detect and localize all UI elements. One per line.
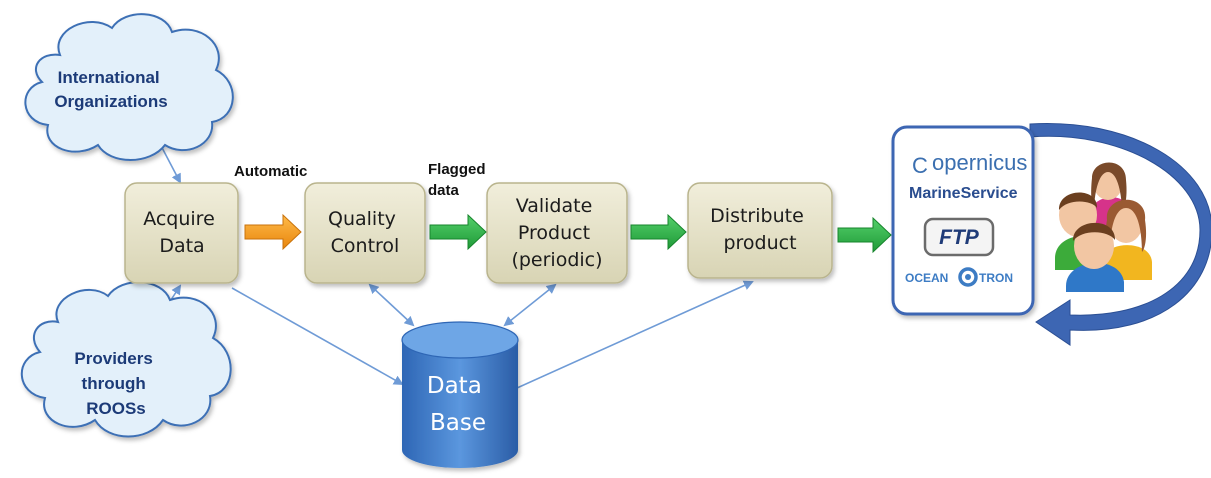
- step-distribute-product: Distribute product: [687, 182, 833, 279]
- connector-quality-db: [368, 283, 415, 327]
- step-distribute-line1: Distribute: [710, 205, 804, 227]
- svg-text:Data Base: Data Base: [427, 373, 489, 436]
- step-validate-line3: (periodic): [511, 249, 602, 271]
- cloud-providers-line2: through: [82, 374, 146, 393]
- arrow-flagged-data: [429, 213, 487, 251]
- oceanotron-left: OCEAN: [905, 271, 948, 285]
- cloud-international-line2: Organizations: [54, 92, 167, 111]
- cloud-providers: Providers through ROOSs: [20, 281, 232, 438]
- arrow-automatic: [244, 213, 302, 251]
- svg-text:Acquire Data: Acquire Data: [143, 208, 221, 257]
- arrow-validate-to-distribute: [630, 213, 687, 251]
- loop-arrow: [1029, 122, 1211, 346]
- oceanotron-right: TRON: [979, 271, 1013, 285]
- database-line1: Data: [427, 373, 482, 399]
- ftp-badge: FTP: [923, 217, 995, 257]
- step-quality-line1: Quality: [328, 208, 396, 230]
- svg-text:International Organizati: International Organizations: [54, 68, 167, 111]
- step-validate-line2: Product: [518, 222, 590, 244]
- database-line2: Base: [430, 410, 486, 436]
- step-quality-control: Quality Control: [304, 182, 426, 284]
- copernicus-logo: C opernicus MarineService: [909, 150, 1027, 202]
- copernicus-text: opernicus: [932, 150, 1027, 175]
- cloud-international-line1: International: [58, 68, 160, 87]
- database-cylinder: Data Base: [401, 321, 519, 468]
- step-acquire-data: Acquire Data: [124, 182, 239, 284]
- marine-service-text: MarineService: [909, 185, 1018, 202]
- label-flagged-line2: data: [428, 182, 460, 199]
- label-flagged-data: Flagged data: [428, 161, 490, 199]
- ftp-label: FTP: [939, 226, 980, 249]
- step-acquire-line2: Data: [159, 235, 204, 257]
- step-validate-product: Validate Product (periodic): [486, 182, 628, 284]
- label-flagged-line1: Flagged: [428, 161, 486, 178]
- svg-text:Distribute product: Distribute product: [710, 205, 810, 254]
- connector-db-to-distribute: [516, 280, 754, 389]
- copernicus-c: C: [912, 153, 928, 178]
- connector-validate-db: [503, 283, 557, 327]
- step-distribute-line2: product: [723, 232, 796, 254]
- cloud-international: International Organizations: [24, 13, 234, 161]
- oceanotron-logo: OCEAN TRON: [905, 267, 1013, 287]
- svg-text:Validate Product (: Validate Product (periodic): [511, 195, 602, 271]
- svg-text:Providers through: Providers through ROOSs: [74, 349, 157, 418]
- label-automatic: Automatic: [234, 163, 307, 180]
- arrow-distribute-to-services: [837, 216, 892, 254]
- users-group-icon: [1055, 162, 1152, 292]
- step-quality-line2: Control: [331, 235, 400, 257]
- step-acquire-line1: Acquire: [143, 208, 215, 230]
- svg-text:Quality Control: Quality Control: [328, 208, 402, 257]
- connector-acquire-to-db: [231, 287, 404, 385]
- oceanotron-o-icon: [958, 267, 978, 287]
- cloud-providers-line3: ROOSs: [86, 399, 146, 418]
- cloud-providers-line1: Providers: [74, 349, 152, 368]
- step-validate-line1: Validate: [516, 195, 593, 217]
